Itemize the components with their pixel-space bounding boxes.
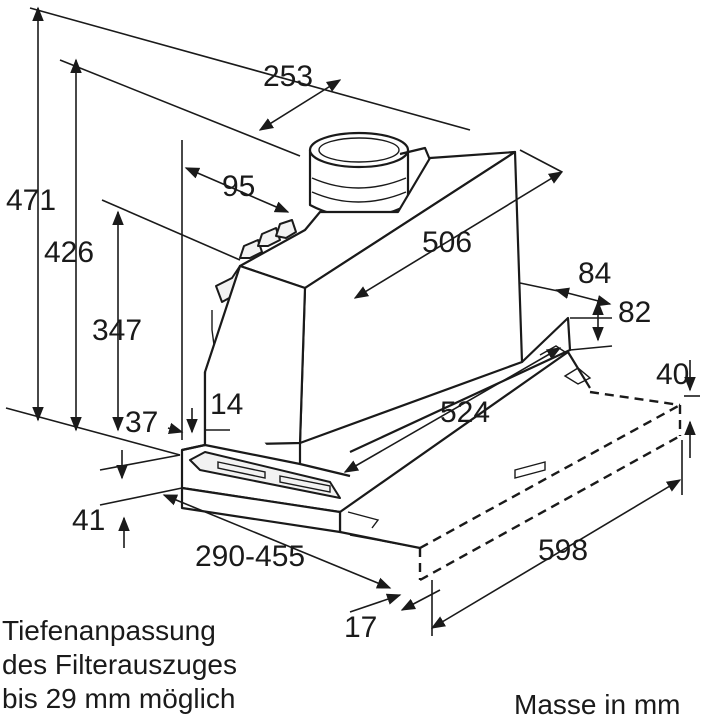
dim-471: 471 [6, 184, 56, 217]
dim-84: 84 [578, 257, 611, 290]
dim-37: 37 [125, 406, 158, 439]
note-line-3: bis 29 mm möglich [2, 683, 235, 714]
units-note: Masse in mm [514, 689, 680, 720]
dim-524: 524 [440, 396, 490, 429]
mounting-brackets [204, 219, 297, 373]
dim-17: 17 [344, 611, 377, 644]
notes: Tiefenanpassung des Filterauszuges bis 2… [2, 615, 680, 720]
dim-40: 40 [656, 358, 689, 391]
dim-598: 598 [538, 534, 588, 567]
dim-41: 41 [72, 504, 105, 537]
hood-body [180, 131, 682, 582]
dim-506: 506 [422, 226, 472, 259]
dim-426: 426 [44, 236, 94, 269]
dim-253: 253 [263, 60, 313, 93]
dim-95: 95 [222, 170, 255, 203]
dim-82: 82 [618, 296, 651, 329]
dimension-lines [5, 6, 700, 636]
dim-14: 14 [210, 388, 243, 421]
dimension-labels: 471 426 347 253 95 506 84 82 40 524 598 … [6, 60, 689, 644]
note-line-2: des Filterauszuges [2, 649, 237, 680]
note-line-1: Tiefenanpassung [2, 615, 216, 646]
dim-290-455: 290-455 [195, 540, 305, 573]
filter-extension-outline [349, 390, 682, 582]
dim-347: 347 [92, 314, 142, 347]
